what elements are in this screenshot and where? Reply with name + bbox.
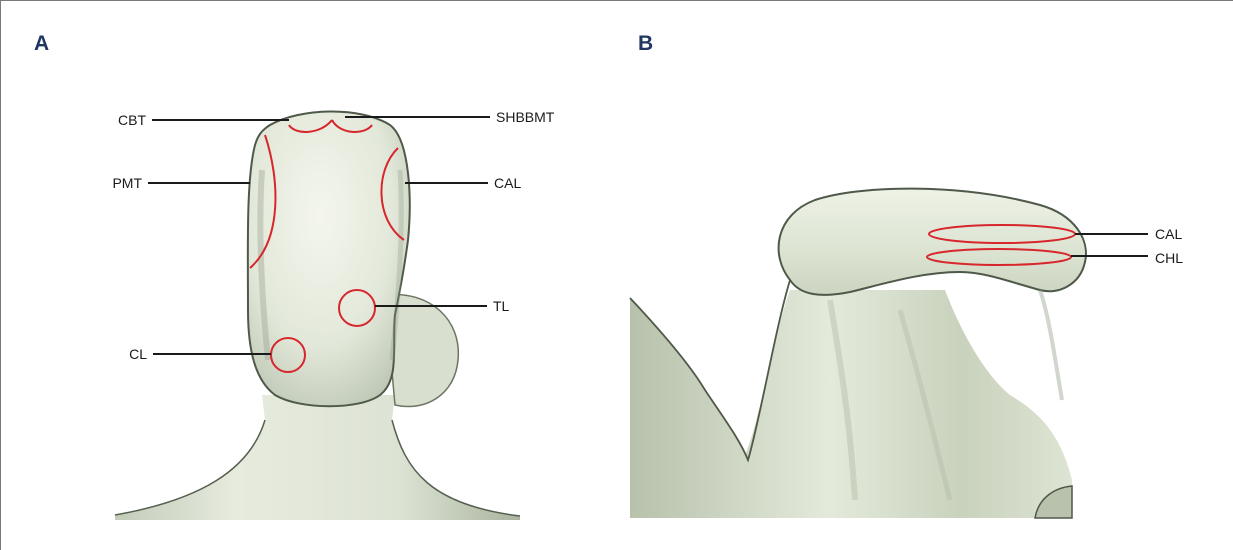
label-cbt: CBT — [118, 112, 146, 128]
label-pmt: PMT — [112, 175, 142, 191]
label-cl: CL — [129, 346, 147, 362]
label-chl: CHL — [1155, 250, 1183, 266]
panel-a-bone — [115, 111, 520, 520]
label-cal-a: CAL — [494, 175, 521, 191]
label-cal-b: CAL — [1155, 226, 1182, 242]
label-shbbmt: SHBBMT — [496, 109, 555, 125]
panel-b-labels: CAL CHL — [1155, 226, 1183, 266]
panel-b-bone — [630, 189, 1086, 518]
label-tl: TL — [493, 298, 510, 314]
